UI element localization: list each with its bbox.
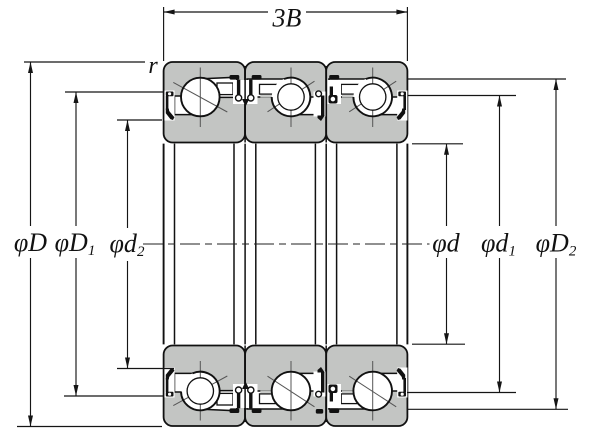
svg-text:φD: φD <box>14 228 47 257</box>
svg-text:φd1: φd1 <box>481 229 516 260</box>
svg-text:r: r <box>148 53 158 79</box>
svg-text:φd: φd <box>432 229 460 258</box>
svg-text:3B: 3B <box>272 4 302 33</box>
